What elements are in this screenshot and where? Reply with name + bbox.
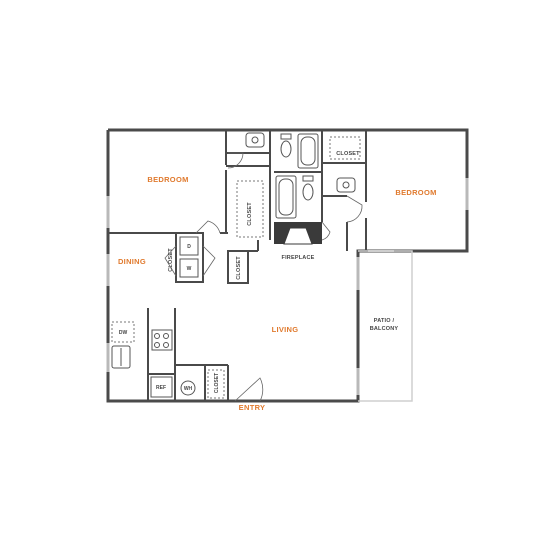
closet-laundry-label: CLOSET <box>168 248 174 272</box>
kitchen-fixtures <box>111 321 196 398</box>
laundry-appliances <box>179 236 199 278</box>
patio-label-line2: BALCONY <box>370 326 399 332</box>
closet-hall-label: CLOSET <box>236 256 242 280</box>
bath-fixtures <box>245 132 356 219</box>
patio-outline <box>358 250 413 402</box>
windows <box>106 178 469 395</box>
entry-label: ENTRY <box>239 403 266 412</box>
bedroom-left-label: BEDROOM <box>147 175 188 184</box>
living-label: LIVING <box>272 325 299 334</box>
dishwasher-label: DW <box>119 330 128 336</box>
washer-label: W <box>187 266 192 272</box>
fireplace-shape <box>274 222 322 245</box>
fireplace-label: FIREPLACE <box>282 255 315 261</box>
closet-shapes <box>207 136 361 399</box>
patio-label-line1: PATIO / <box>374 318 395 324</box>
water-heater-label: WH <box>184 386 193 392</box>
dryer-label: D <box>187 244 191 250</box>
dining-label: DINING <box>118 257 146 266</box>
closet-bedroom-left-label: CLOSET <box>247 202 253 226</box>
refrigerator-label: REF <box>156 385 166 391</box>
closet-top-right-label: CLOSET <box>336 151 360 157</box>
door-swings <box>164 152 363 402</box>
closet-entry-label: CLOSET <box>214 373 220 393</box>
interior-walls <box>108 130 367 401</box>
exterior-walls <box>106 128 469 403</box>
bedroom-right-label: BEDROOM <box>395 188 436 197</box>
